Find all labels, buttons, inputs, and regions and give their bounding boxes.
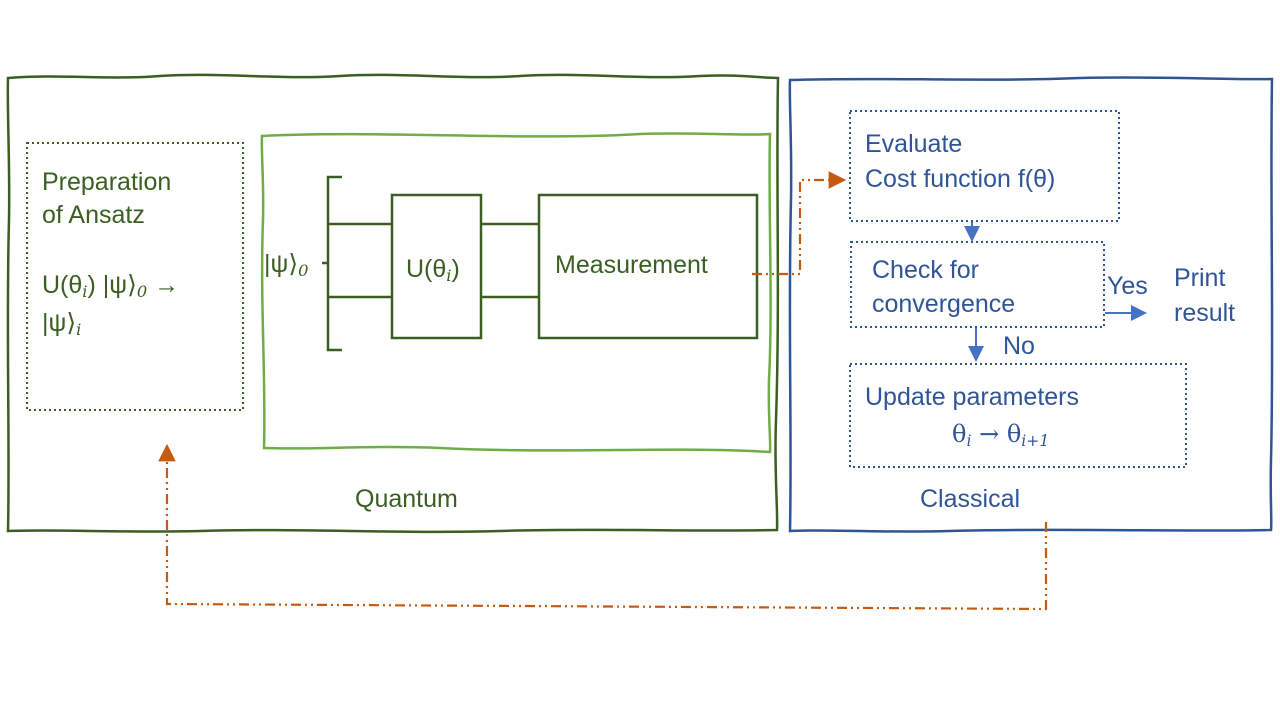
- quantum-label: Quantum: [355, 485, 458, 513]
- unitary-gate-label: U(θi): [406, 254, 460, 284]
- ansatz-title-line2: of Ansatz: [42, 201, 145, 229]
- unitary-sub: i: [446, 266, 452, 286]
- update-line2: θi → θi+1: [952, 420, 1049, 449]
- check-line2: convergence: [872, 290, 1016, 318]
- ansatz-formula-line1: U(θi) |ψ⟩0 →: [42, 270, 179, 300]
- update-box: [849, 363, 1187, 468]
- check-line1: Check for: [872, 256, 979, 284]
- formula-sub-0: 0: [136, 282, 148, 302]
- evaluate-line1: Evaluate: [865, 130, 963, 158]
- measurement-label: Measurement: [555, 251, 708, 279]
- print-line2: result: [1174, 299, 1236, 327]
- formula-u: U(θ: [42, 271, 83, 299]
- update-sub-next: i+1: [1021, 431, 1050, 450]
- update-arrow: → θ: [971, 420, 1022, 448]
- input-state-label: |ψ⟩0: [264, 249, 308, 279]
- update-sub-i: i: [966, 431, 972, 450]
- circuit-frame: [260, 132, 772, 454]
- no-label: No: [1003, 332, 1035, 360]
- formula-line2-sub: i: [76, 320, 82, 340]
- yes-label: Yes: [1107, 272, 1148, 300]
- ansatz-box: [26, 142, 244, 411]
- evaluate-line2: Cost function f(θ): [865, 165, 1056, 193]
- formula-ket0: ) |ψ⟩: [87, 271, 137, 299]
- input-brace: [322, 175, 342, 352]
- quantum-panel: [6, 73, 780, 534]
- update-line1: Update parameters: [865, 383, 1080, 411]
- input-state-ket: |ψ⟩: [264, 250, 299, 278]
- ansatz-formula-line2: |ψ⟩i: [42, 308, 81, 338]
- print-line1: Print: [1174, 264, 1226, 292]
- unitary-u: U(θ: [406, 255, 447, 283]
- classical-label: Classical: [920, 485, 1021, 513]
- update-theta: θ: [952, 420, 967, 448]
- formula-arrow: →: [147, 271, 180, 299]
- ansatz-title-line1: Preparation: [42, 168, 172, 196]
- check-box: [850, 241, 1105, 328]
- input-state-sub: 0: [298, 261, 309, 281]
- measurement-to-evaluate-arrow: [752, 171, 847, 276]
- measurement-box: [537, 193, 759, 340]
- formula-sub-i: i: [82, 282, 88, 302]
- classical-panel: [788, 76, 1274, 533]
- unitary-close: ): [451, 255, 460, 283]
- formula-ket-i: |ψ⟩: [42, 309, 77, 337]
- feedback-loop-arrow: [158, 443, 1048, 611]
- unitary-gate-box: [390, 193, 483, 340]
